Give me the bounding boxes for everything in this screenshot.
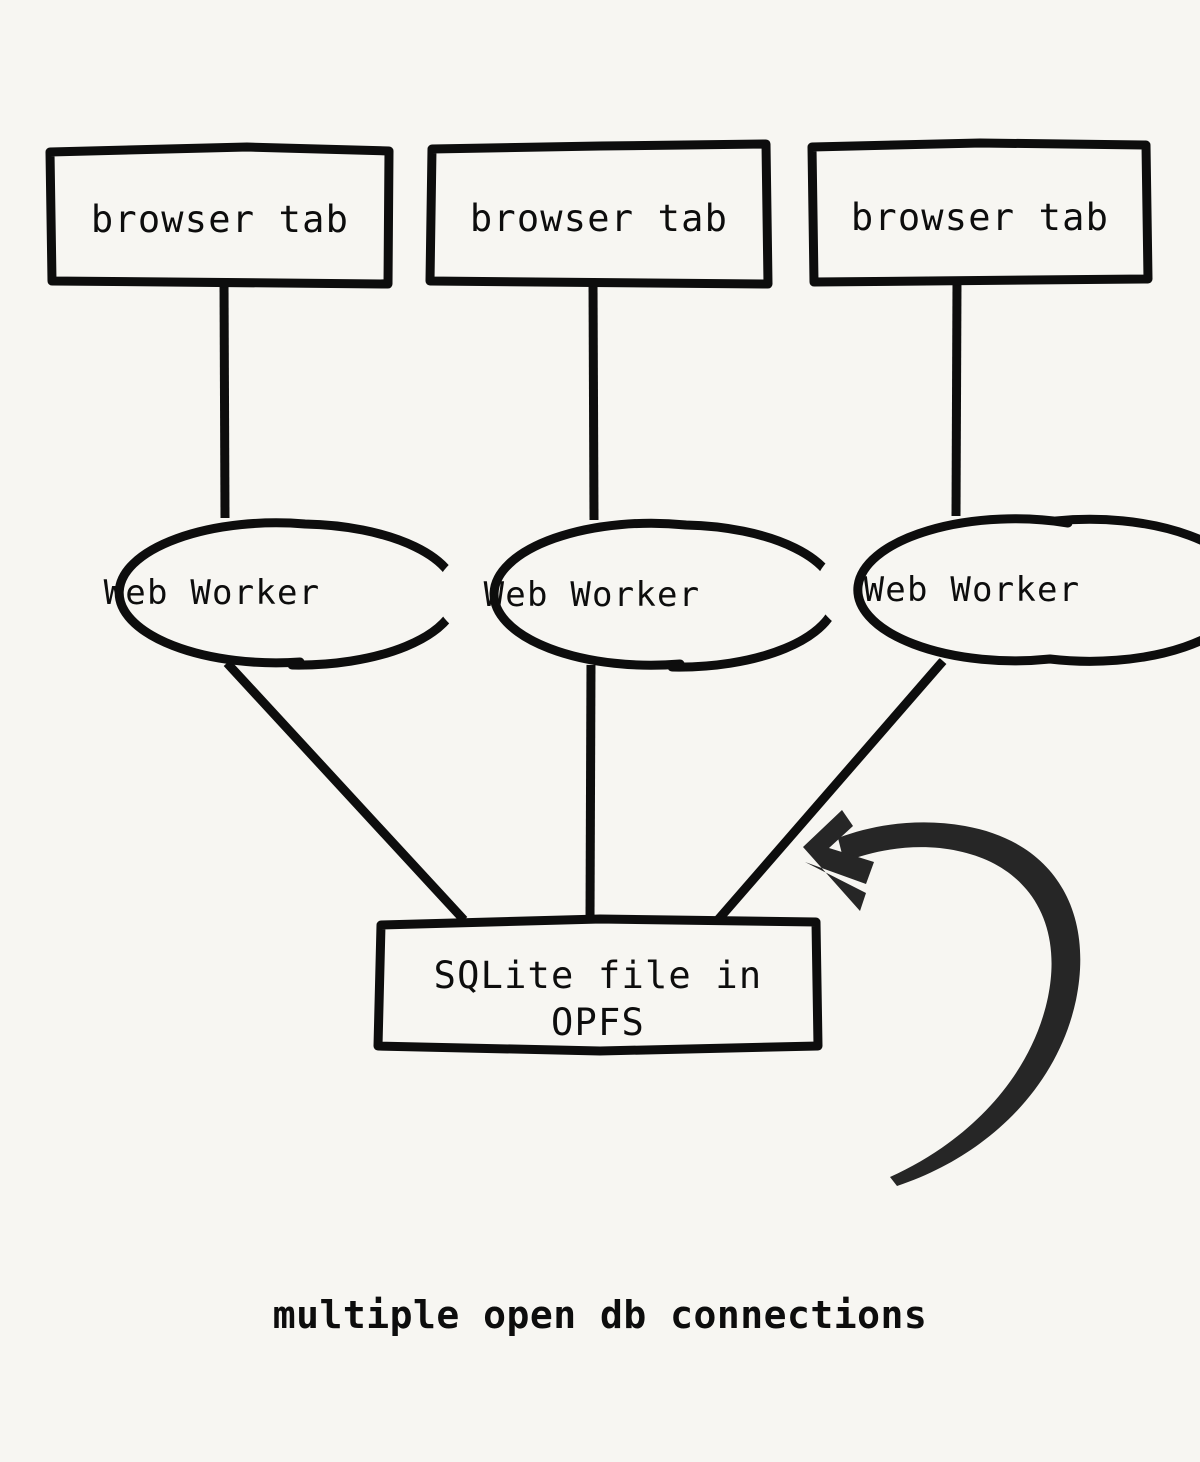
edge-group-tab-to-worker [219,280,962,521]
sqlite-store-shape-group [373,914,823,1056]
annotation-line-2-wrapper: to the same db [0,1441,1200,1462]
arrow-head [803,810,874,911]
worker-shape-group [55,514,1200,672]
edge-worker-1-to-store [223,659,468,924]
edge-worker-2-to-store [585,661,596,921]
annotation-caption: multiple open db connections to the same… [0,1190,1200,1462]
browser-tab-1-shape[interactable] [45,142,394,289]
arrow-body [838,822,1081,1186]
browser-tab-2-shape[interactable] [425,139,773,289]
web-worker-2-shape[interactable] [435,518,841,672]
edge-tab-1-to-worker-1 [219,280,230,519]
annotation-curved-arrow [803,810,1081,1186]
sqlite-store-shape[interactable] [373,914,823,1056]
tab-shape-group [45,138,1153,289]
web-worker-1-shape[interactable] [55,518,462,670]
edge-worker-3-to-store [713,658,947,924]
edge-tab-3-to-worker-3 [951,280,962,517]
annotation-line-1: multiple open db connections [272,1293,928,1338]
browser-tab-3-shape[interactable] [807,138,1153,287]
edge-group-worker-to-store [223,658,947,924]
web-worker-3-shape[interactable] [815,514,1200,666]
edge-tab-2-to-worker-2 [588,280,599,521]
